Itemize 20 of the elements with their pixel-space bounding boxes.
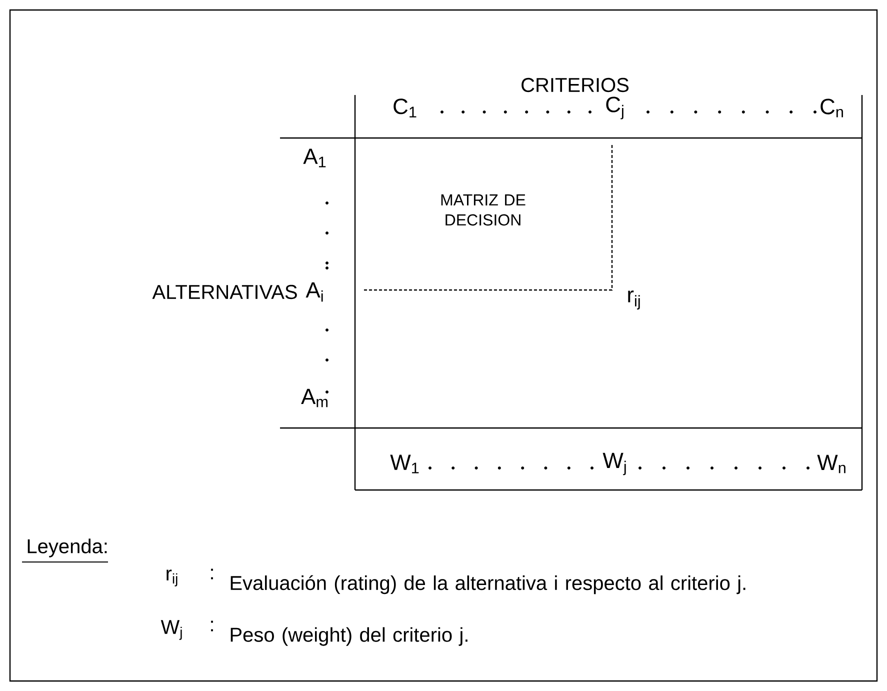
legend-separator: : [211,568,213,580]
legend-separator: : [211,620,213,632]
column-label: C$_{j}$ [606,96,624,120]
column-label: C$_{n}$ [820,98,843,118]
row-label: A$_{1}$ [303,148,326,168]
legend-text: Evaluación (rating) de la alternativa i respecto al criterio j. [230,575,746,594]
weight-label: W$_{j}$ [602,452,626,476]
column-label: C$_{1}$ [394,98,416,118]
legend-text: Peso (weight) del criterio j. [230,627,468,646]
matrix-label: MATRIZ DE DECISION [441,194,526,226]
cell-label: r$_{ij}$ [628,290,640,310]
legend-symbol: r$_{ij}$ [166,570,178,586]
legend-heading: Leyenda: [28,538,107,558]
axis-title: ALTERNATIVAS [152,284,297,300]
weight-label: W$_{1}$ [390,454,419,474]
legend-symbol: W$_{j}$ [160,620,182,640]
weight-label: W$_{n}$ [817,454,846,474]
axis-title: CRITERIOS [522,78,629,92]
row-label: A$_{i}$ [306,282,323,302]
row-label: A$_{m}$ [301,388,328,408]
